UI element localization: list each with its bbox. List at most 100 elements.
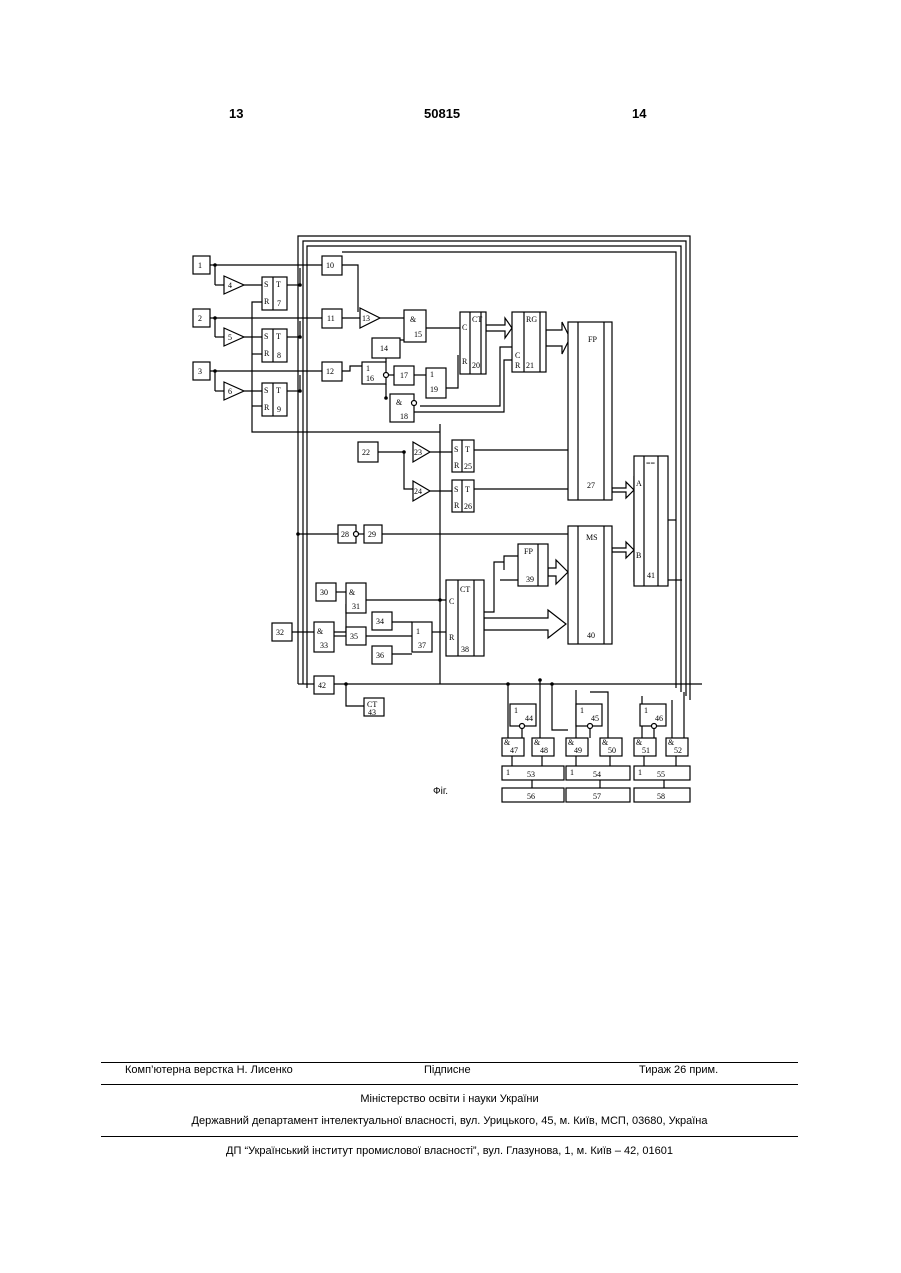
block-48-label: 48 [540,746,548,755]
block-32-label: 32 [276,628,284,637]
block-43-label: 43 [368,708,376,717]
block-17-label: 17 [400,371,408,380]
or-44-symbol: 1 [514,706,518,715]
or-37-symbol: 1 [416,627,420,636]
block-7-label: 7 [277,299,281,308]
trigger-9-r: R [264,403,270,412]
block-29-label: 29 [368,530,376,539]
block-14-label: 14 [380,344,388,353]
trigger-25-t: T [465,445,470,454]
or-55-symbol: 1 [638,768,642,777]
trigger-25-s: S [454,445,458,454]
footer-rule-bottom [101,1136,798,1137]
block-47-label: 47 [510,746,518,755]
block-18-label: 18 [400,412,408,421]
block-37-label: 37 [418,641,426,650]
block-54-label: 54 [593,770,601,779]
trigger-9-s: S [264,386,268,395]
or-16-symbol: 1 [366,364,370,373]
and-15-symbol: & [410,315,417,324]
block-57-label: 57 [593,792,601,801]
block-19-label: 19 [430,385,438,394]
block-6-label: 6 [228,387,232,396]
footer-department: Державний департамент інтелектуальної вл… [101,1115,798,1127]
counter-38-ct: CT [460,585,470,594]
block-46-label: 46 [655,714,663,723]
block-52-label: 52 [674,746,682,755]
block-28-label: 28 [341,530,349,539]
block-5-label: 5 [228,333,232,342]
block-23-label: 23 [414,448,422,457]
trigger-25-r: R [454,461,460,470]
fp-39-label: FP [524,547,533,556]
block-2-label: 2 [198,314,202,323]
block-56-label: 56 [527,792,535,801]
block-49-label: 49 [574,746,582,755]
trigger-8-t: T [276,332,281,341]
counter-20-r: R [462,357,468,366]
block-38-label: 38 [461,645,469,654]
and-18-symbol: & [396,398,403,407]
register-21-rg: RG [526,315,537,324]
footer-ministry: Міністерство освіти і науки України [101,1093,798,1105]
trigger-7-s: S [264,280,268,289]
counter-20-c: C [462,323,467,332]
block-45-label: 45 [591,714,599,723]
trigger-9-t: T [276,386,281,395]
trigger-8-s: S [264,332,268,341]
comparator-41-eq: == [646,459,656,468]
block-4-label: 4 [228,281,232,290]
block-27-label: 27 [587,481,595,490]
block-13-label: 13 [362,314,370,323]
block-31-label: 31 [352,602,360,611]
block-39-label: 39 [526,575,534,584]
register-21-c: C [515,351,520,360]
block-42-label: 42 [318,681,326,690]
footer-rule-middle [101,1084,798,1085]
block-25-label: 25 [464,462,472,471]
or-54-symbol: 1 [570,768,574,777]
block-50-label: 50 [608,746,616,755]
block-58-label: 58 [657,792,665,801]
and-33-symbol: & [317,627,324,636]
ms-40-label: MS [586,533,598,542]
comparator-41-a: A [636,479,642,488]
block-51-label: 51 [642,746,650,755]
trigger-7-t: T [276,280,281,289]
counter-20-ct: CT [472,315,482,324]
block-53-label: 53 [527,770,535,779]
block-1-label: 1 [198,261,202,270]
footer-circulation: Тираж 26 прим. [639,1064,718,1076]
trigger-7-r: R [264,297,270,306]
or-53-symbol: 1 [506,768,510,777]
footer-signed: Підписне [424,1064,471,1076]
trigger-26-r: R [454,501,460,510]
block-34-label: 34 [376,617,384,626]
block-12-label: 12 [326,367,334,376]
or-45-symbol: 1 [580,706,584,715]
trigger-8-r: R [264,349,270,358]
block-8-label: 8 [277,351,281,360]
counter-38-c: C [449,597,454,606]
trigger-26-t: T [465,485,470,494]
block-3-label: 3 [198,367,202,376]
block-35-label: 35 [350,632,358,641]
fp-27-label: FP [588,335,597,344]
block-55-label: 55 [657,770,665,779]
comparator-41-b: B [636,551,641,560]
footer-institute: ДП “Український інститут промислової вла… [101,1145,798,1157]
figure-caption: Фіг. [433,786,448,797]
counter-38-r: R [449,633,455,642]
block-15-label: 15 [414,330,422,339]
trigger-26-s: S [454,485,458,494]
or-19-symbol: 1 [430,370,434,379]
or-46-symbol: 1 [644,706,648,715]
footer-rule-top [101,1062,798,1063]
block-11-label: 11 [327,314,335,323]
block-33-label: 33 [320,641,328,650]
block-24-label: 24 [414,487,422,496]
block-36-label: 36 [376,651,384,660]
block-16-label: 16 [366,374,374,383]
register-21-r: R [515,361,521,370]
